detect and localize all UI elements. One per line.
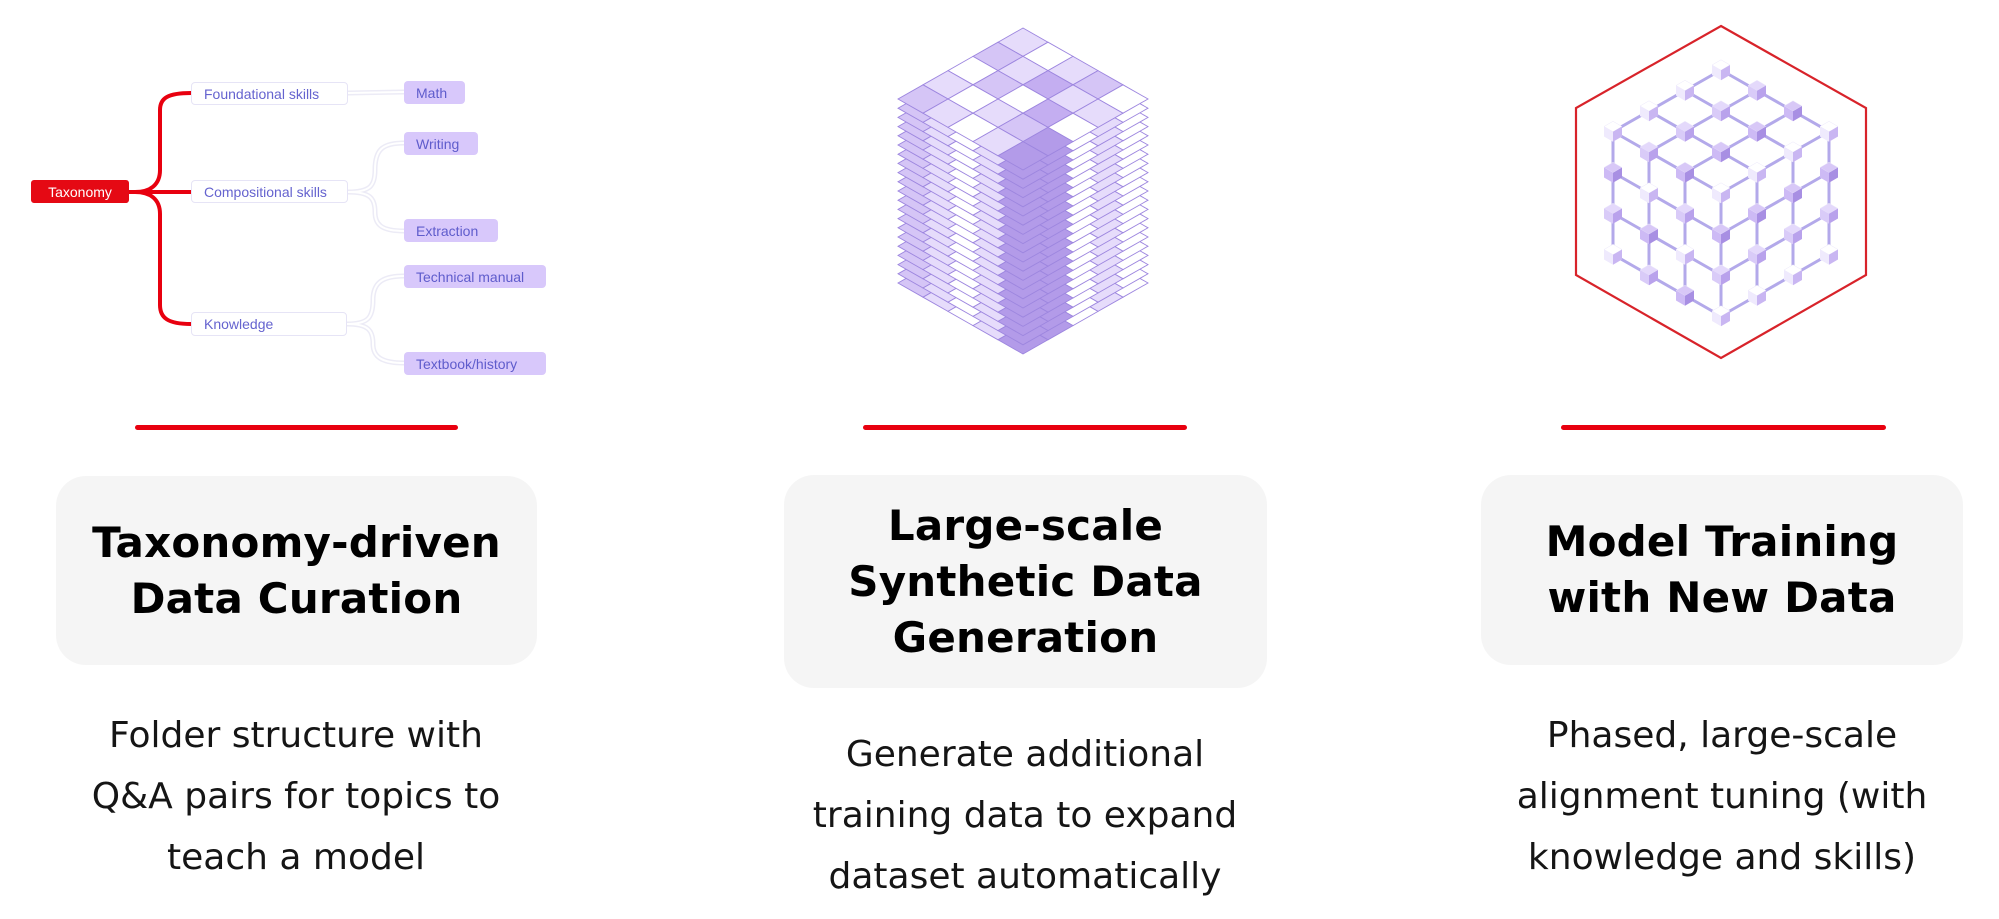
description-line: Generate additional bbox=[845, 734, 1205, 775]
taxonomy-root-node: Taxonomy bbox=[31, 180, 129, 203]
card-title-line: Taxonomy-driven bbox=[92, 517, 501, 567]
title-card-data-curation: Taxonomy-driven Data Curation bbox=[56, 476, 537, 665]
leaf-node-textbook-history: Textbook/history bbox=[404, 352, 546, 375]
title-card-model-training: Model Training with New Data bbox=[1481, 475, 1963, 665]
card-title: Model Training with New Data bbox=[1546, 514, 1899, 626]
card-title-line: Model Training bbox=[1545, 517, 1899, 566]
hexagon-lattice-icon bbox=[1574, 24, 1868, 360]
leaf-node-extraction: Extraction bbox=[404, 219, 498, 242]
divider-line-1 bbox=[135, 425, 458, 430]
branch-node-knowledge: Knowledge bbox=[191, 312, 347, 336]
card-title-line: Large-scale bbox=[887, 500, 1164, 550]
description-synthetic-data: Generate additional training data to exp… bbox=[775, 724, 1275, 907]
leaf-node-technical-manual: Technical manual bbox=[404, 265, 546, 288]
card-title: Taxonomy-driven Data Curation bbox=[92, 515, 501, 627]
card-title-line: with New Data bbox=[1547, 573, 1897, 622]
description-line: alignment tuning (with bbox=[1516, 776, 1928, 817]
title-card-synthetic-data: Large-scale Synthetic Data Generation bbox=[784, 475, 1267, 688]
leaf-node-math: Math bbox=[404, 81, 465, 104]
description-line: teach a model bbox=[167, 837, 425, 878]
card-title: Large-scale Synthetic Data Generation bbox=[848, 498, 1202, 666]
divider-line-3 bbox=[1561, 425, 1886, 430]
description-line: training data to expand bbox=[812, 795, 1238, 836]
divider-line-2 bbox=[863, 425, 1187, 430]
leaf-node-writing: Writing bbox=[404, 132, 478, 155]
description-line: Phased, large-scale bbox=[1546, 715, 1898, 756]
stacked-data-layers-icon bbox=[897, 27, 1149, 355]
description-line: Folder structure with bbox=[109, 715, 483, 756]
description-line: dataset automatically bbox=[828, 856, 1222, 897]
card-title-line: Generation bbox=[892, 612, 1159, 662]
hexagon-outline bbox=[1574, 24, 1868, 360]
description-line: Q&A pairs for topics to bbox=[91, 776, 501, 817]
card-title-line: Data Curation bbox=[130, 573, 463, 623]
card-title-line: Synthetic Data bbox=[848, 556, 1203, 606]
description-model-training: Phased, large-scale alignment tuning (wi… bbox=[1472, 705, 1972, 888]
branch-node-compositional-skills: Compositional skills bbox=[191, 180, 348, 203]
description-line: knowledge and skills) bbox=[1527, 837, 1917, 878]
branch-node-foundational-skills: Foundational skills bbox=[191, 82, 348, 105]
description-data-curation: Folder structure with Q&A pairs for topi… bbox=[46, 705, 546, 888]
